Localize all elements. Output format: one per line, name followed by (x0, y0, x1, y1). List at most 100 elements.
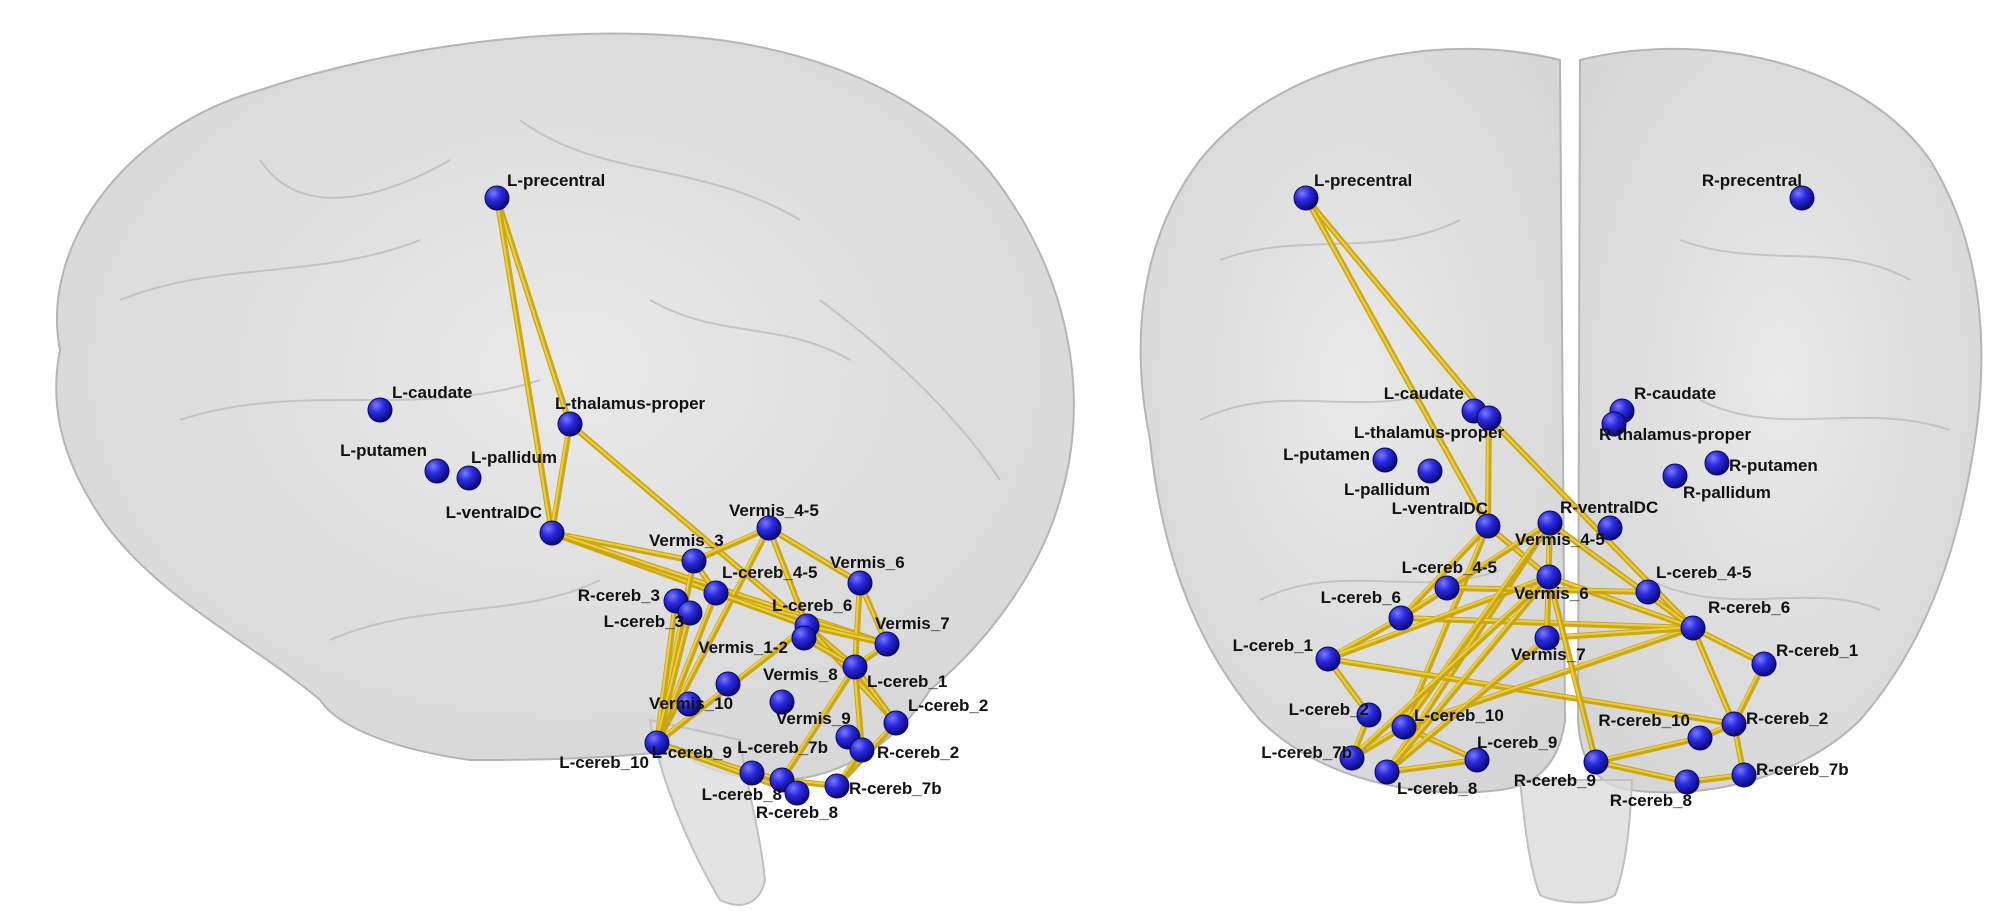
node-label-coronal-r-cereb-10: R-cereb_10 (1598, 711, 1690, 730)
edge-l-thalamus-proper-to-l-ventraldc (549, 421, 573, 536)
edge-l-ventraldc-to-l-cereb-6 (1398, 523, 1491, 621)
edge-highlight (1385, 575, 1549, 772)
node-label-coronal-r-thalamus-proper: R-thalamus-proper (1599, 425, 1751, 444)
node-sagittal-l-cereb-10 (644, 730, 670, 756)
node-sagittal-l-cereb-1 (842, 654, 868, 680)
node-sagittal-l-cereb-9 (739, 760, 765, 786)
edge-l-cereb-10-to-vermis-4-5 (1401, 520, 1553, 730)
node-sagittal-vermis-1-2 (791, 625, 817, 651)
edge-l-cereb-1-to-l-cereb-8 (779, 664, 858, 783)
node-label-coronal-r-caudate: R-caudate (1634, 384, 1716, 403)
node-label-coronal-r-cereb-8: R-cereb_8 (1610, 791, 1692, 810)
node-label-coronal-l-cereb-10: L-cereb_10 (1414, 706, 1504, 725)
node-label-coronal-l-putamen: L-putamen (1283, 445, 1370, 464)
node-label-coronal-r-putamen: R-putamen (1729, 456, 1818, 475)
node-coronal-r-cereb-2 (1721, 711, 1747, 737)
edge-highlight (692, 526, 769, 561)
node-label-coronal-r-precentral: R-precentral (1702, 171, 1802, 190)
edge-highlight (780, 665, 855, 780)
edge-highlight (1547, 575, 1693, 628)
node-sagittal-l-cereb-4-5 (703, 580, 729, 606)
node-label-coronal-l-cereb-4-5: L-cereb_4-5 (1402, 558, 1497, 577)
node-coronal-r-ventraldc (1597, 515, 1623, 541)
coronal-right-hemisphere (1576, 47, 1983, 794)
node-sagittal-vermis-8 (715, 671, 741, 697)
node-coronal-l-cereb-9 (1464, 747, 1490, 773)
node-label-coronal-l-ventraldc: L-ventralDC (1392, 499, 1488, 518)
node-sagittal-l-thalamus-proper (557, 411, 583, 437)
node-label-sagittal-l-precentral: L-precentral (507, 171, 605, 190)
edge-highlight (767, 526, 860, 583)
nodes-layer (367, 185, 1815, 806)
node-label-sagittal-l-cereb-8: L-cereb_8 (702, 785, 782, 804)
node-coronal-l-cereb-8 (1374, 759, 1400, 785)
node-sagittal-l-precentral (484, 185, 510, 211)
node-label-coronal-l-cereb-9: L-cereb_9 (1477, 733, 1557, 752)
edge-highlight (1402, 524, 1488, 727)
edge-highlight (853, 581, 860, 667)
node-coronal-vermis-6 (1536, 564, 1562, 590)
node-coronal-r-cereb-6 (1680, 615, 1706, 641)
node-label-coronal-vermis-4-5: Vermis_4-5 (1515, 530, 1605, 549)
node-coronal-vermis-4-5 (1537, 510, 1563, 536)
node-coronal-r-cereb-4-5 (1635, 579, 1661, 605)
node-label-coronal-l-cereb-7b: L-cereb_7b (1261, 743, 1352, 762)
node-label-sagittal-r-cereb-7b: R-cereb_7b (849, 779, 942, 798)
edge-highlight (1399, 521, 1550, 618)
coronal-brain-panel (1139, 47, 1983, 904)
node-label-sagittal-l-cereb-9: L-cereb_9 (652, 743, 732, 762)
edge-highlight (495, 196, 552, 533)
node-label-sagittal-l-cereb-4-5: L-cereb_4-5 (722, 563, 817, 582)
node-sagittal-r-cereb-2 (849, 737, 875, 763)
edge-highlight (1402, 626, 1693, 727)
coronal-brainstem (1518, 779, 1634, 904)
node-coronal-l-cereb-4-5 (1434, 575, 1460, 601)
node-label-coronal-l-thalamus-proper: L-thalamus-proper (1354, 423, 1505, 442)
node-sagittal-vermis-7 (874, 631, 900, 657)
node-label-sagittal-vermis-7: Vermis_7 (875, 614, 950, 633)
node-sagittal-r-cereb-7b (824, 773, 850, 799)
node-sagittal-l-cereb-3 (677, 600, 703, 626)
node-label-coronal-r-cereb-2: R-cereb_2 (1746, 709, 1828, 728)
node-sagittal-l-pallidum (456, 465, 482, 491)
edge-highlight (714, 591, 807, 626)
node-label-coronal-l-pallidum: L-pallidum (1344, 480, 1430, 499)
node-label-sagittal-vermis-8: Vermis_8 (763, 665, 838, 684)
node-sagittal-vermis-4-5 (756, 515, 782, 541)
node-label-sagittal-r-cereb-3: R-cereb_3 (578, 586, 660, 605)
edge-highlight (1399, 524, 1488, 618)
node-coronal-r-cereb-10 (1687, 725, 1713, 751)
node-coronal-r-cereb-8 (1674, 769, 1700, 795)
edge-highlight (1548, 521, 1693, 628)
node-label-sagittal-l-cereb-6: L-cereb_6 (772, 596, 852, 615)
edge-vermis-4-5-to-l-cereb-6 (1398, 520, 1553, 621)
node-coronal-r-cereb-9 (1583, 749, 1609, 775)
node-sagittal-r-cereb-8 (784, 780, 810, 806)
node-coronal-r-precentral (1789, 185, 1815, 211)
edge-highlight (1547, 575, 1596, 762)
node-label-coronal-r-cereb-4-5: L-cereb_4-5 (1656, 563, 1751, 582)
edge-vermis-6-to-l-cereb-1 (852, 580, 863, 670)
node-sagittal-vermis-3 (681, 548, 707, 574)
edge-vermis-4-5-to-vermis-3 (691, 525, 772, 564)
node-label-sagittal-l-putamen: L-putamen (340, 441, 427, 460)
node-coronal-l-ventraldc (1475, 513, 1501, 539)
node-label-coronal-vermis-7: Vermis_7 (1511, 645, 1586, 664)
edge-highlight (1486, 416, 1489, 526)
edge-l-cereb-8-to-vermis-6 (1384, 574, 1552, 775)
node-coronal-l-cereb-6 (1388, 605, 1414, 631)
edge-highlight (655, 599, 676, 743)
node-label-sagittal-vermis-3: Vermis_3 (649, 531, 724, 550)
edge-highlight (495, 196, 570, 424)
node-label-sagittal-l-pallidum: L-pallidum (471, 448, 557, 467)
edge-l-thalamus-proper-to-l-ventraldc (1485, 415, 1492, 529)
node-label-sagittal-vermis-10: Vermis_10 (649, 694, 733, 713)
node-label-coronal-r-ventraldc: R-ventralDC (1560, 498, 1658, 517)
node-coronal-l-cereb-7b (1339, 745, 1365, 771)
node-label-sagittal-vermis-6: Vermis_6 (830, 553, 905, 572)
node-label-sagittal-l-thalamus-proper: L-thalamus-proper (555, 394, 706, 413)
edge-highlight (550, 422, 570, 533)
node-sagittal-vermis-10 (676, 691, 702, 717)
